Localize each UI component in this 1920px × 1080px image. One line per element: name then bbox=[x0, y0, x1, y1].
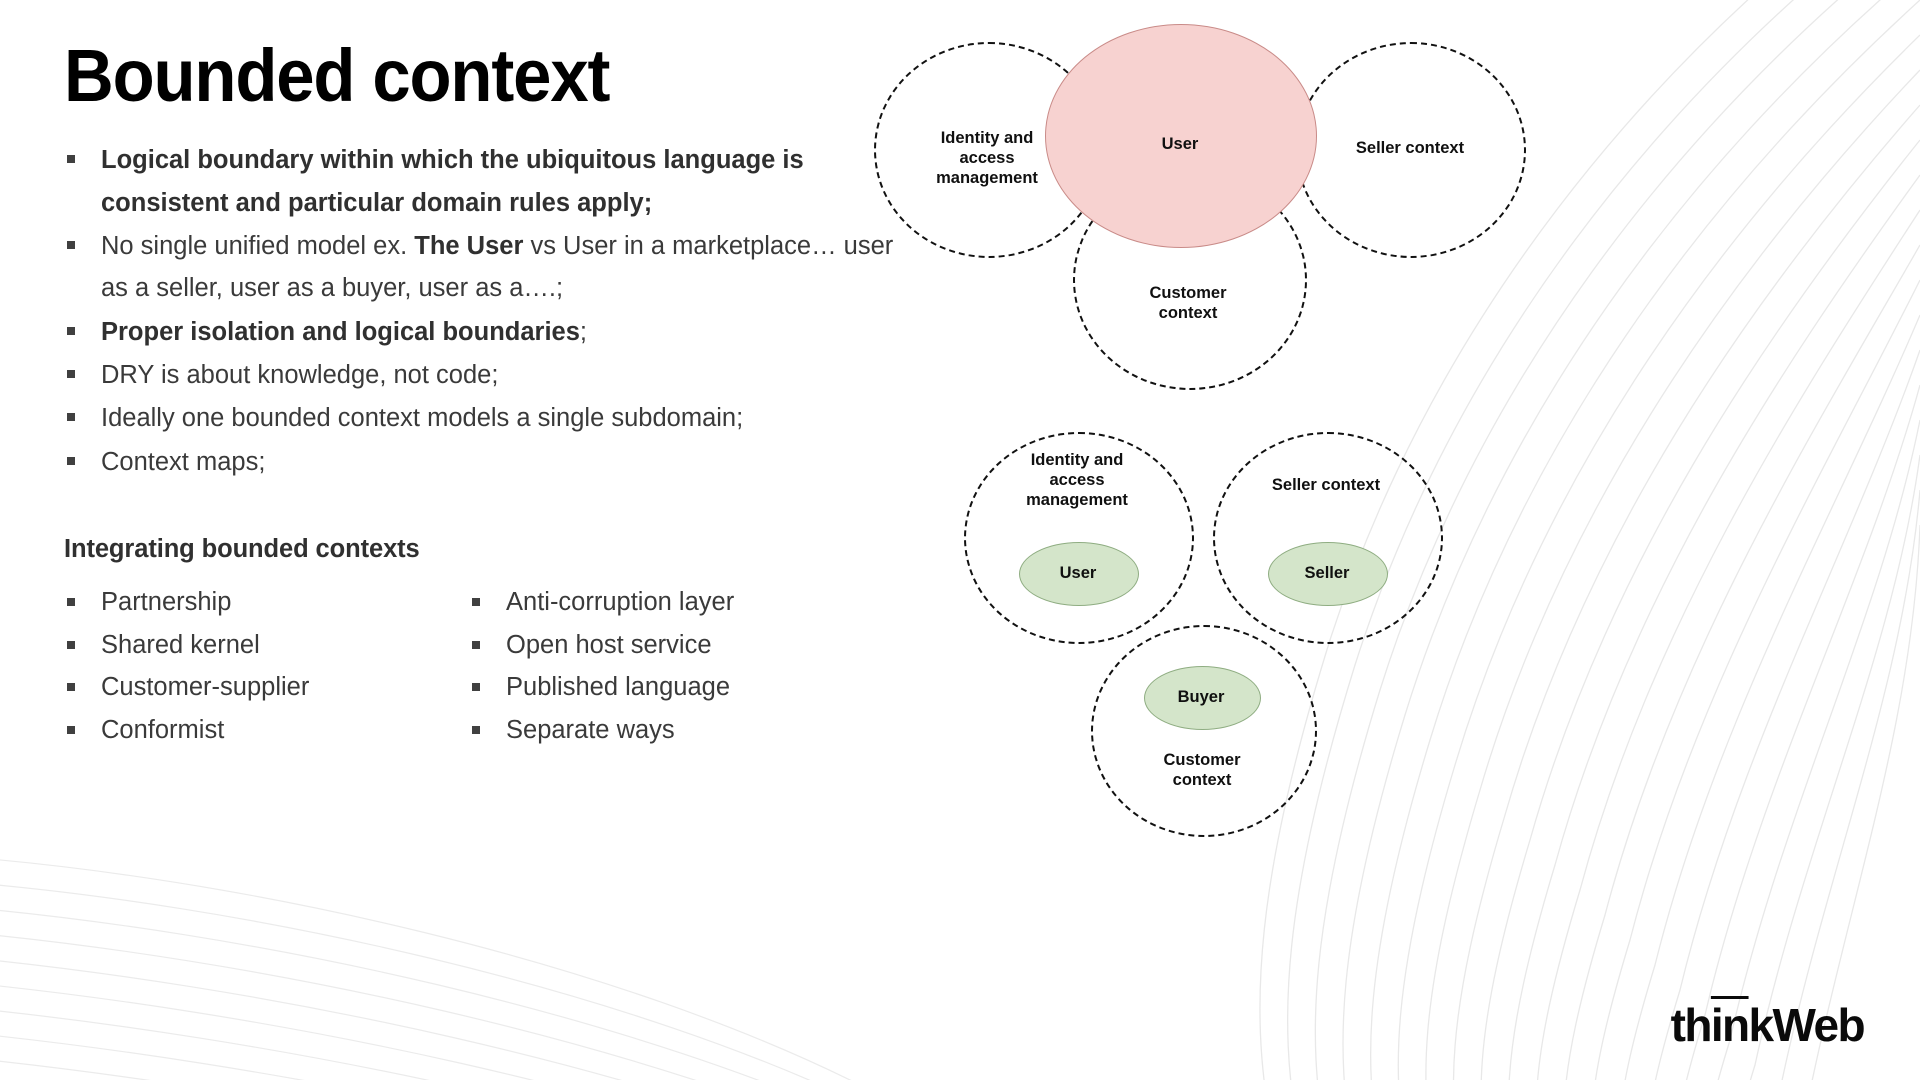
patterns-left-list: Partnership Shared kernel Customer-suppl… bbox=[64, 582, 469, 751]
list-item: Separate ways bbox=[469, 710, 874, 752]
list-item: Open host service bbox=[469, 625, 874, 667]
list-item-label: Separate ways bbox=[506, 715, 675, 744]
bullet-square-icon bbox=[67, 370, 75, 379]
logo-prefix: th bbox=[1670, 999, 1713, 1051]
list-item-label: Open host service bbox=[506, 630, 712, 659]
list-item-label: Anti-corruption layer bbox=[506, 588, 735, 617]
page-title: Bounded context bbox=[64, 34, 610, 117]
bullet-square-icon bbox=[67, 456, 75, 465]
list-item: Shared kernel bbox=[64, 625, 469, 667]
shared-entity-user-ellipse bbox=[1045, 24, 1317, 248]
list-item-label: Shared kernel bbox=[101, 630, 260, 659]
bullet-square-icon bbox=[67, 640, 75, 649]
list-item: Published language bbox=[469, 667, 874, 709]
context-circle-seller-top bbox=[1296, 42, 1526, 258]
bullet-square-icon bbox=[67, 598, 75, 607]
context-circle-seller-bottom bbox=[1213, 432, 1443, 644]
list-item: Context maps; bbox=[64, 441, 894, 483]
list-item-label: Logical boundary within which the ubiqui… bbox=[101, 146, 804, 217]
list-item: No single unified model ex. The User vs … bbox=[64, 225, 894, 310]
logo-overlined-segment: in bbox=[1710, 999, 1750, 1051]
bullet-square-icon bbox=[67, 413, 75, 422]
bullet-square-icon bbox=[67, 155, 75, 164]
list-item-label: Proper isolation and logical boundaries; bbox=[101, 317, 588, 346]
context-circle-identity-bottom bbox=[964, 432, 1194, 644]
list-item-label: Conformist bbox=[101, 715, 225, 744]
bullet-square-icon bbox=[472, 683, 480, 692]
section-heading: Integrating bounded contexts bbox=[64, 535, 420, 564]
thinkweb-logo: thinkWeb bbox=[1670, 998, 1866, 1052]
bullet-square-icon bbox=[472, 598, 480, 607]
list-item: Conformist bbox=[64, 710, 469, 752]
bullet-square-icon bbox=[67, 725, 75, 734]
context-circle-customer-bottom bbox=[1091, 625, 1317, 837]
patterns-right-list: Anti-corruption layer Open host service … bbox=[469, 582, 874, 751]
list-item-label: Context maps; bbox=[101, 447, 266, 476]
patterns-left-column: Partnership Shared kernel Customer-suppl… bbox=[64, 582, 469, 752]
bullet-square-icon bbox=[472, 725, 480, 734]
bullet-square-icon bbox=[67, 326, 75, 335]
bullet-square-icon bbox=[67, 683, 75, 692]
patterns-right-column: Anti-corruption layer Open host service … bbox=[469, 582, 874, 752]
list-item: Partnership bbox=[64, 582, 469, 624]
list-item-label: DRY is about knowledge, not code; bbox=[101, 361, 499, 390]
list-item: DRY is about knowledge, not code; bbox=[64, 354, 894, 396]
list-item: Ideally one bounded context models a sin… bbox=[64, 397, 894, 439]
list-item-label: Customer-supplier bbox=[101, 673, 310, 702]
list-item-label: Partnership bbox=[101, 588, 232, 617]
integration-patterns: Partnership Shared kernel Customer-suppl… bbox=[64, 582, 894, 752]
main-bullet-list: Logical boundary within which the ubiqui… bbox=[64, 139, 894, 483]
diagram-area: Identity and access management Seller co… bbox=[860, 0, 1920, 1080]
list-item: Logical boundary within which the ubiqui… bbox=[64, 139, 894, 224]
entity-buyer-ellipse bbox=[1144, 666, 1261, 730]
list-item-label: No single unified model ex. The User vs … bbox=[101, 232, 894, 303]
list-item-label: Ideally one bounded context models a sin… bbox=[101, 404, 744, 433]
logo-suffix: kWeb bbox=[1748, 999, 1866, 1051]
list-item: Proper isolation and logical boundaries; bbox=[64, 311, 894, 353]
list-item: Anti-corruption layer bbox=[469, 582, 874, 624]
list-item-label: Published language bbox=[506, 673, 731, 702]
entity-user-ellipse bbox=[1019, 542, 1139, 606]
content-column: Bounded context Logical boundary within … bbox=[64, 38, 894, 752]
list-item: Customer-supplier bbox=[64, 667, 469, 709]
bullet-square-icon bbox=[472, 640, 480, 649]
bullet-square-icon bbox=[67, 241, 75, 250]
entity-seller-ellipse bbox=[1268, 542, 1388, 606]
